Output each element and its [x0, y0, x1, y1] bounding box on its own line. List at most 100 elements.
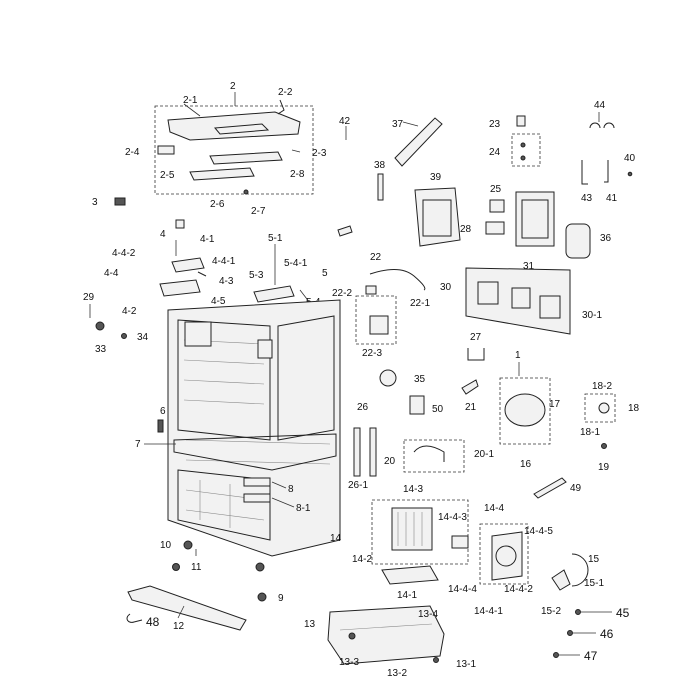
- evap-tray-part: [381, 565, 439, 585]
- duct-pad-part: [157, 145, 175, 155]
- callout-4-4: 4-4: [104, 268, 119, 279]
- part-22-harness: [369, 269, 426, 291]
- part-12-base-rail: [127, 585, 247, 631]
- group-2-boundary: [154, 105, 314, 195]
- callout-31: 31: [523, 261, 535, 272]
- callout-20: 20: [384, 456, 396, 467]
- callout-21: 21: [465, 402, 477, 413]
- callout-14-4-2: 14-4-2: [504, 584, 533, 595]
- part-43: [581, 160, 588, 185]
- duct-bar-upper: [209, 151, 283, 165]
- callout-6: 6: [160, 406, 166, 417]
- refrigerator-cabinet: [167, 299, 341, 557]
- callout-14-4-5: 14-4-5: [524, 526, 553, 537]
- callout-1: 1: [515, 350, 521, 361]
- callout-14-1: 14-1: [397, 590, 417, 601]
- callout-14-4-4: 14-4-4: [448, 584, 477, 595]
- part-9: [257, 592, 267, 602]
- callout-44: 44: [594, 100, 606, 111]
- callout-18: 18: [628, 403, 640, 414]
- part-39-control-box: [414, 187, 461, 247]
- part-3: [114, 197, 126, 206]
- callout-43: 43: [581, 193, 593, 204]
- part-50-valve: [409, 395, 425, 415]
- part-group-2: [154, 92, 314, 195]
- callout-14-4: 14-4: [484, 503, 504, 514]
- part-10: [183, 540, 193, 550]
- part-47: [553, 652, 559, 658]
- callout-2-4: 2-4: [125, 147, 140, 158]
- part-17-compressor: [504, 393, 546, 427]
- fan-motor-part: [491, 531, 523, 581]
- callout-2-7: 2-7: [251, 206, 266, 217]
- part-41: [604, 160, 609, 183]
- callout-38: 38: [374, 160, 386, 171]
- callout-2-6: 2-6: [210, 199, 225, 210]
- callout-13-3: 13-3: [339, 657, 359, 668]
- cabinet-divider: [173, 433, 337, 471]
- part-21: [461, 379, 479, 395]
- callout-13-2: 13-2: [387, 668, 407, 679]
- part-48: [126, 613, 143, 623]
- callout-15: 15: [588, 554, 600, 565]
- part-26-right: [369, 427, 377, 477]
- part-18: [598, 402, 610, 414]
- part-leg-9: [255, 562, 265, 572]
- callout-9: 9: [278, 593, 284, 604]
- callout-46: 46: [600, 627, 614, 641]
- callout-29: 29: [83, 292, 95, 303]
- callout-4-4-1: 4-4-1: [212, 256, 236, 267]
- callout-4: 4: [160, 229, 166, 240]
- callout-8: 8: [288, 484, 294, 495]
- callout-4-1: 4-1: [200, 234, 215, 245]
- callout-41: 41: [606, 193, 618, 204]
- callout-12: 12: [173, 621, 185, 632]
- callout-14: 14: [330, 533, 342, 544]
- callout-13: 13: [304, 619, 316, 630]
- callout-5-3: 5-3: [249, 270, 264, 281]
- callout-35: 35: [414, 374, 426, 385]
- callout-39: 39: [430, 172, 442, 183]
- part-23: [516, 115, 526, 127]
- callout-2: 2: [230, 81, 236, 92]
- part-29: [95, 321, 105, 331]
- callout-5-1: 5-1: [268, 233, 283, 244]
- callout-15-2: 15-2: [541, 606, 561, 617]
- callout-2-5: 2-5: [160, 170, 175, 181]
- part-45: [575, 609, 581, 615]
- part-22-3: [369, 315, 389, 335]
- part-26-left: [353, 427, 361, 477]
- callout-15-1: 15-1: [584, 578, 604, 589]
- callout-48: 48: [146, 615, 160, 629]
- part-37-tube: [394, 117, 443, 167]
- part-49: [533, 477, 567, 499]
- callout-5: 5: [322, 268, 328, 279]
- part-30-back-panel: [465, 267, 571, 335]
- part-27: [467, 348, 485, 361]
- part-19: [601, 443, 607, 449]
- callout-14-3: 14-3: [403, 484, 423, 495]
- callout-34: 34: [137, 332, 149, 343]
- callout-18-1: 18-1: [580, 427, 600, 438]
- callout-22-3: 22-3: [362, 348, 382, 359]
- callout-13-4: 13-4: [418, 609, 438, 620]
- part-15-1: [551, 569, 571, 591]
- callout-50: 50: [432, 404, 444, 415]
- callout-14-2: 14-2: [352, 554, 372, 565]
- callout-2-1: 2-1: [183, 95, 198, 106]
- callout-47: 47: [584, 649, 598, 663]
- callout-10: 10: [160, 540, 172, 551]
- callout-4-2: 4-2: [122, 306, 137, 317]
- part-34: [121, 333, 127, 339]
- callout-2-2: 2-2: [278, 87, 293, 98]
- duct-clip-part: [277, 99, 285, 115]
- callout-19: 19: [598, 462, 610, 473]
- callout-11: 11: [191, 562, 202, 573]
- duct-bar-lower: [189, 167, 255, 181]
- part-40: [627, 171, 633, 177]
- part-44: [589, 122, 615, 129]
- callout-5-4-1: 5-4-1: [284, 258, 308, 269]
- callout-16: 16: [520, 459, 532, 470]
- part-38: [377, 173, 384, 201]
